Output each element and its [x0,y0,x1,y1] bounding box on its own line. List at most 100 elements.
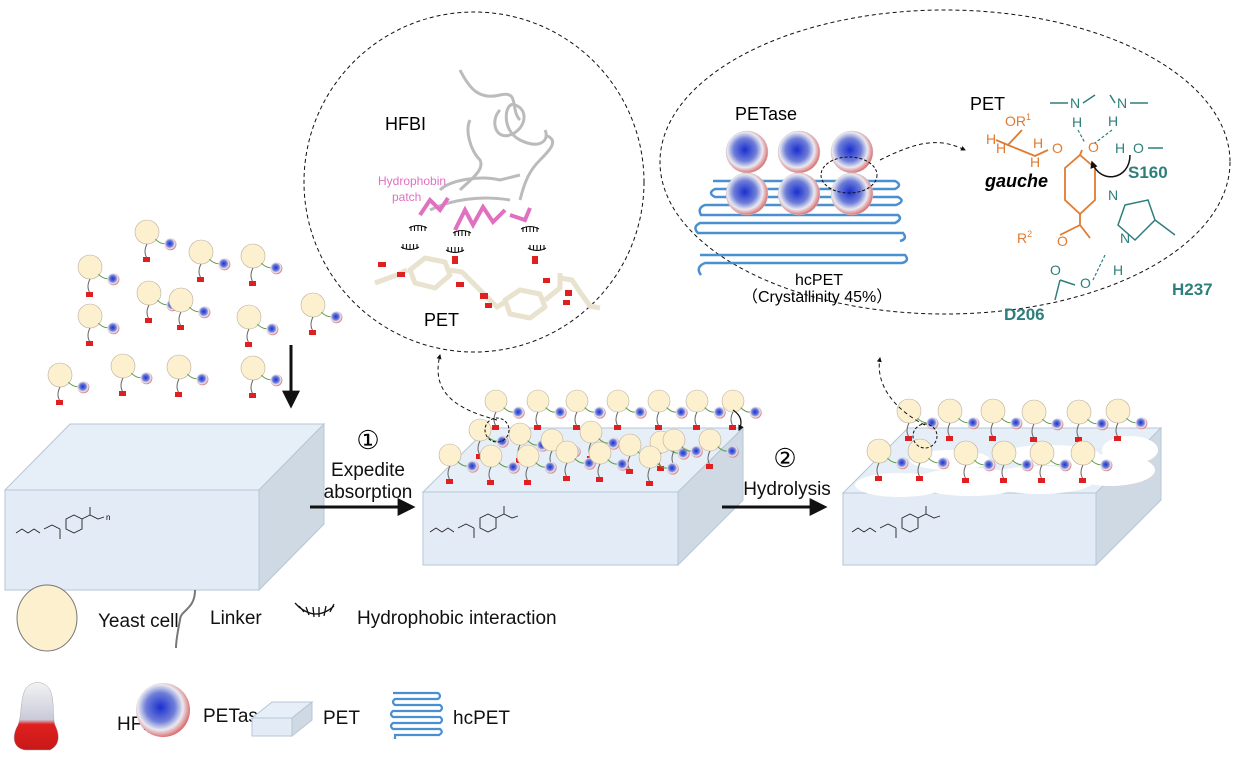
displayed-yeast-cell [721,389,762,430]
hydrophobin-patch-label-line2: patch [392,190,421,204]
petase-icon [616,458,629,471]
residue-s160-label: S160 [1128,163,1168,182]
petase-icon [466,460,479,473]
yeast-cell-icon [77,303,103,329]
h-atom: H [1033,135,1043,151]
linker-icon [707,450,711,466]
hydrophobin-patch-label-line1: Hydrophobin [378,174,446,188]
hfbi-icon [989,436,996,441]
legend-label: PET [323,708,360,729]
petase-icon [266,323,279,336]
hfbi-icon [706,464,713,469]
displayed-yeast-cell [484,389,525,430]
hfbi-icon [657,466,664,471]
o-atom: O [1080,275,1091,291]
hfbi-icon [56,400,63,405]
petase-icon [983,459,996,472]
hfbi-icon [86,292,93,297]
linker-icon [120,377,124,393]
h-atom: H [986,131,996,147]
linker-icon [597,463,601,479]
pet-formula-structure [851,506,941,538]
hfbi-icon [119,391,126,396]
displayed-yeast-cell [468,418,509,459]
residue-d206-label: D206 [1004,305,1045,324]
petase-icon [196,373,209,386]
linker-icon [564,462,568,478]
displayed-yeast-cell [953,440,996,483]
hfbi-icon [476,454,483,459]
mechanism-scheme: PET OR1 H H H H O O R2 O gauche N [970,94,1213,324]
displayed-yeast-cell [166,354,209,397]
hydrophobic-interaction-icon [527,245,547,252]
linker-icon [947,422,951,438]
inset-pointer-arrow [876,357,926,426]
legend-item-hcpet: hcPET [389,691,510,739]
petase-icon [107,322,120,335]
linker-icon [146,304,150,320]
yeast-cell-icon [907,438,933,464]
petase-icon [136,683,190,737]
displayed-yeast-cell [588,441,629,482]
yeast-cell-icon [1070,440,1096,466]
yeast-cell-icon [953,440,979,466]
displayed-yeast-cell [300,292,343,335]
linker-icon [906,422,910,438]
petase-icon [107,273,120,286]
linker-icon [310,316,314,332]
r2-label: R2 [1017,229,1032,246]
displayed-yeast-cell [1066,399,1109,442]
hfbi-icon [487,480,494,485]
hydrophobic-interaction-marks [400,224,547,254]
hfbi-icon [446,479,453,484]
pet-formula-subscript: n [106,513,110,522]
yeast-cell-icon [565,389,589,413]
hydrophobin-patch-sticks [418,196,532,231]
petase-icon [1135,417,1148,430]
petase-icon [713,406,726,419]
active-site-highlight [820,156,878,194]
yeast-cell-icon [484,389,508,413]
pet-block-initial: n [3,422,326,592]
petase-icon [1010,417,1023,430]
hfbi-icon [563,476,570,481]
petase-icon [496,435,509,448]
displayed-yeast-cell [1029,440,1072,483]
petase-icon [726,445,739,458]
yeast-cell-icon [980,398,1006,424]
hcpet-label: hcPET [795,272,843,289]
yeast-cell-icon [77,254,103,280]
petase-label: PETase [735,104,797,124]
yeast-cell-icon [188,239,214,265]
petase-enzyme-array [725,130,874,216]
yeast-cell-icon [937,398,963,424]
yeast-cell-icon [438,443,462,467]
yeast-cell-icon [47,362,73,388]
displayed-yeast-cell [991,440,1034,483]
hydrophobic-interaction-icon [452,229,472,236]
displayed-yeast-cell [479,444,520,485]
hfbi-icon [249,393,256,398]
step-2: ② Hydrolysis [722,443,831,516]
petase-icon [1051,418,1064,431]
linker-icon [1076,423,1080,439]
linker-icon [574,411,578,427]
hfbi-icon [693,425,700,430]
hfbi-icon [309,330,316,335]
hydrophobic-interaction-icon [408,224,428,231]
linker-icon [647,467,651,483]
legend-label: Linker [210,608,262,629]
linker-icon [144,243,148,259]
displayed-yeast-cell [866,438,909,481]
petase-icon [140,372,153,385]
petase-icon [330,311,343,324]
petase-icon [593,406,606,419]
o-carbonyl-atom: O [1088,139,1099,155]
o-atom: O [1133,140,1144,156]
hfbi-icon [177,325,184,330]
petase-icon [218,258,231,271]
inset-hfbi-pet: HFBI Hydrophobin patch PET [303,11,645,421]
petase-icon [270,374,283,387]
displayed-yeast-cell [236,304,279,347]
petase-icon [1059,459,1072,472]
